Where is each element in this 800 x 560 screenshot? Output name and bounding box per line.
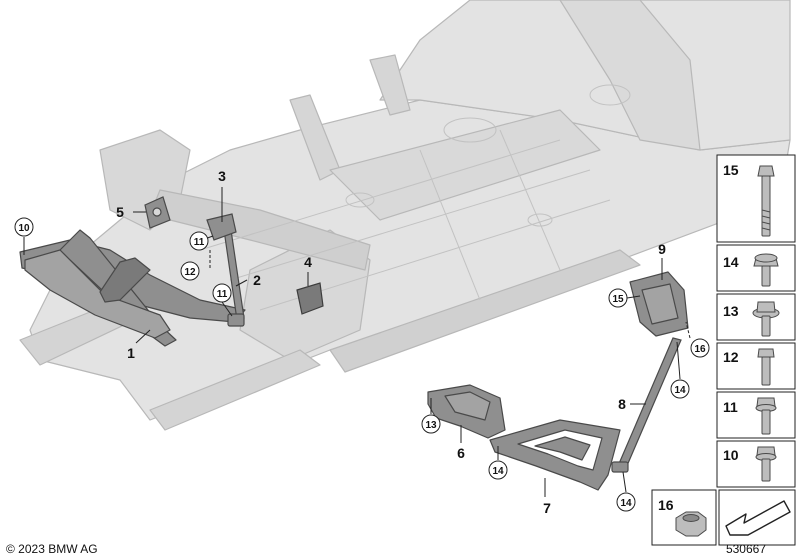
- car-body-shell: [19, 0, 791, 431]
- label-part-6: 6: [457, 445, 465, 461]
- svg-text:13: 13: [723, 303, 739, 319]
- underbody-bracket-part-6[interactable]: [427, 384, 506, 439]
- svg-text:10: 10: [723, 447, 739, 463]
- label-part-5: 5: [116, 204, 124, 220]
- hex-nut-icon: [675, 511, 707, 537]
- callout-11-lower: 11: [212, 283, 232, 303]
- svg-text:16: 16: [694, 344, 706, 355]
- collar-bolt-icon: [755, 397, 777, 435]
- svg-text:14: 14: [674, 385, 686, 396]
- legend-cell-14: 14: [716, 244, 796, 292]
- svg-text:12: 12: [723, 349, 739, 365]
- direction-arrow-cell: [718, 489, 796, 546]
- label-part-7: 7: [543, 500, 551, 516]
- label-part-4: 4: [304, 254, 312, 270]
- svg-text:14: 14: [492, 466, 504, 477]
- legend-cell-15: 15: [716, 154, 796, 243]
- callout-10: 10: [14, 217, 34, 237]
- svg-text:14: 14: [620, 498, 632, 509]
- fastener-legend: 15 14 13: [651, 154, 796, 546]
- cover-plate-part-4[interactable]: [296, 282, 324, 315]
- rear-bracket-part-9[interactable]: [629, 271, 689, 337]
- legend-cell-11: 11: [716, 391, 796, 439]
- rear-triangle-brace-part-7[interactable]: [489, 419, 621, 491]
- svg-text:15: 15: [612, 294, 624, 305]
- label-part-2: 2: [253, 272, 261, 288]
- hex-bolt-icon: [757, 348, 775, 386]
- copyright-text: © 2023 BMW AG: [6, 542, 98, 556]
- diagram-number: 530667: [725, 542, 766, 556]
- forward-arrow-icon: [725, 500, 791, 536]
- front-brace-part-1[interactable]: [19, 229, 246, 347]
- callout-15: 15: [608, 288, 628, 308]
- callout-12: 12: [180, 261, 200, 281]
- callout-14-a: 14: [488, 460, 508, 480]
- callout-13: 13: [421, 414, 441, 434]
- label-part-8: 8: [618, 396, 626, 412]
- diagonal-rod-part-8[interactable]: [611, 337, 682, 473]
- legend-cell-16: 16: [651, 489, 717, 546]
- label-part-3: 3: [218, 168, 226, 184]
- legend-cell-13: 13: [716, 293, 796, 341]
- legend-cell-12: 12: [716, 342, 796, 390]
- svg-text:15: 15: [723, 162, 739, 178]
- svg-text:13: 13: [425, 420, 437, 431]
- legend-cell-10: 10: [716, 440, 796, 488]
- callout-14-b: 14: [616, 492, 636, 512]
- label-part-1: 1: [127, 345, 135, 361]
- callout-14-c: 14: [670, 379, 690, 399]
- short-bolt-icon: [755, 446, 777, 482]
- svg-text:11: 11: [194, 237, 205, 248]
- svg-text:10: 10: [18, 223, 30, 234]
- callout-16: 16: [690, 338, 710, 358]
- label-part-9: 9: [658, 241, 666, 257]
- callout-11-upper: 11: [189, 231, 209, 251]
- svg-text:16: 16: [658, 497, 674, 513]
- long-bolt-icon: [757, 165, 775, 237]
- upper-bracket-part-3[interactable]: [206, 213, 237, 241]
- flange-bolt-icon: [753, 253, 779, 287]
- svg-text:11: 11: [217, 289, 228, 300]
- svg-text:14: 14: [723, 254, 739, 270]
- washer-bolt-icon: [752, 301, 780, 337]
- tower-plate-part-5[interactable]: [144, 196, 171, 229]
- svg-text:12: 12: [184, 267, 196, 278]
- svg-text:11: 11: [723, 399, 738, 415]
- strut-rod-part-2[interactable]: [223, 229, 245, 327]
